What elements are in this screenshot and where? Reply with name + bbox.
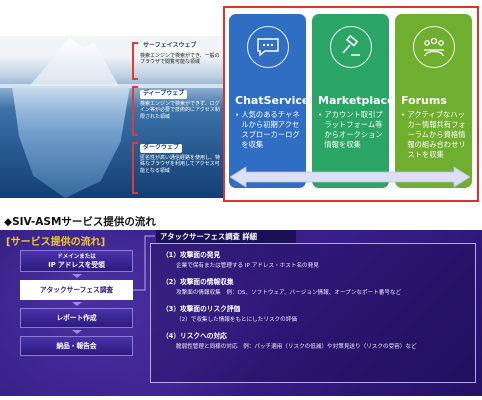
detail-title: アタックサーフェス調査 詳細 <box>156 230 296 243</box>
iceberg-underwater <box>12 86 130 198</box>
service-title: ChatService <box>235 94 306 107</box>
section-title: ◆SIV-ASMサービス提供の流れ <box>4 216 156 228</box>
chat-bubble-icon <box>247 26 289 68</box>
flow-arrow-icon <box>72 330 82 334</box>
layer-desc: 検索エンジンで検索ができず、ログイン等が必要で技術的にアクセス制限された領域 <box>140 100 220 120</box>
surface-bracket <box>132 42 138 80</box>
layer-desc: 検索エンジンで検索ができ、一般のブラウザで閲覧可能な領域 <box>140 52 220 66</box>
connector-line <box>133 235 155 291</box>
layer-title: ダークウェブ <box>140 144 183 153</box>
flow-step-receive: ドメインまたは IP アドレスを受領 <box>20 250 133 272</box>
service-title: Marketplace <box>318 94 389 107</box>
detail-step-heading: （4）リスクへの対応 <box>162 332 227 340</box>
flow-arrow-icon <box>72 274 82 278</box>
detail-step-1: （1）攻撃面の発見 企業で保有または管理する IP アドレス・ホスト名の発見 <box>162 249 319 269</box>
layer-dark-web: ダークウェブ 匿名性が高い通信経路を使用し、特殊なブラウザを利用してアクセス可能… <box>140 144 222 174</box>
services-highlight-frame <box>223 6 479 202</box>
detail-step-4: （4）リスクへの対応 脆弱性管理と同様の対応 例：パッチ適用（リスクの低減）や対… <box>162 330 417 350</box>
service-title: Forums <box>401 94 447 107</box>
detail-step-heading: （3）攻撃面のリスク評価 <box>162 305 241 313</box>
service-card-chatservice: ChatService •人気のあるチャネルから初期アクセスブローカーログを収集 <box>229 14 306 188</box>
flow-title: [サービス提供の流れ] <box>6 237 106 248</box>
flow-arrow-icon <box>72 302 82 306</box>
detail-box <box>150 243 476 383</box>
detail-step-text: 脆弱性管理と同様の対応 例：パッチ適用（リスクの低減）や対策見送り（リスクの受容… <box>176 344 417 350</box>
flow-step-label: 納品・報告会 <box>56 342 97 350</box>
layer-title: サーフェイスウェブ <box>140 42 200 51</box>
detail-step-2: （2）攻撃面の情報収集 攻撃面の情報収集 例：OS、ソフトウェア、バージョン情報… <box>162 276 401 296</box>
flow-step-delivery: 納品・報告会 <box>20 336 133 356</box>
detail-step-heading: （2）攻撃面の情報収集 <box>162 278 234 286</box>
layer-desc: 匿名性が高い通信経路を使用し、特殊なブラウザを利用してアクセス可能となる領域 <box>140 154 221 174</box>
detail-step-heading: （1）攻撃面の発見 <box>162 251 221 259</box>
service-desc: •アクティブなハッカー情報共有フォーラムから資格情報の組み合わせリストを収集 <box>401 110 466 159</box>
iceberg-illustration: サーフェイスウェブ 検索エンジンで検索ができ、一般のブラウザで閲覧可能な領域 デ… <box>0 36 224 198</box>
flow-step-line1: ドメインまたは <box>57 254 96 260</box>
dark-bracket <box>132 142 138 194</box>
layer-surface-web: サーフェイスウェブ 検索エンジンで検索ができ、一般のブラウザで閲覧可能な領域 <box>140 42 222 66</box>
deep-bracket <box>132 86 138 136</box>
layer-deep-web: ディープウェブ 検索エンジンで検索ができず、ログイン等が必要で技術的にアクセス制… <box>140 90 222 120</box>
detail-step-3: （3）攻撃面のリスク評価 （2）で収集した情報をもとにしたリスクの評価 <box>162 303 297 323</box>
detail-step-text: （2）で収集した情報をもとにしたリスクの評価 <box>176 317 297 323</box>
flow-step-attack-surface: アタックサーフェス調査 <box>20 280 133 300</box>
flow-step-report: レポート作成 <box>20 308 133 328</box>
service-desc: •アカウント取引プラットフォーム等からオークション情報を収集 <box>318 110 383 149</box>
detail-step-text: 攻撃面の情報収集 例：OS、ソフトウェア、バージョン情報、オープンなポート番号な… <box>176 290 402 296</box>
iceberg-tip <box>28 38 120 88</box>
double-arrow-icon <box>230 166 470 188</box>
service-card-forums: Forums •アクティブなハッカー情報共有フォーラムから資格情報の組み合わせリ… <box>395 14 472 188</box>
layer-title: ディープウェブ <box>140 90 188 99</box>
detail-step-text: 企業で保有または管理する IP アドレス・ホスト名の発見 <box>176 263 319 269</box>
flow-step-line2: IP アドレスを受領 <box>48 261 105 269</box>
flow-step-label: レポート作成 <box>56 314 97 322</box>
flow-step-label: アタックサーフェス調査 <box>39 286 114 294</box>
gavel-icon <box>330 26 372 68</box>
service-card-marketplace: Marketplace •アカウント取引プラットフォーム等からオークション情報を… <box>312 14 389 188</box>
group-icon <box>413 26 455 68</box>
service-desc: •人気のあるチャネルから初期アクセスブローカーログを収集 <box>235 110 300 149</box>
